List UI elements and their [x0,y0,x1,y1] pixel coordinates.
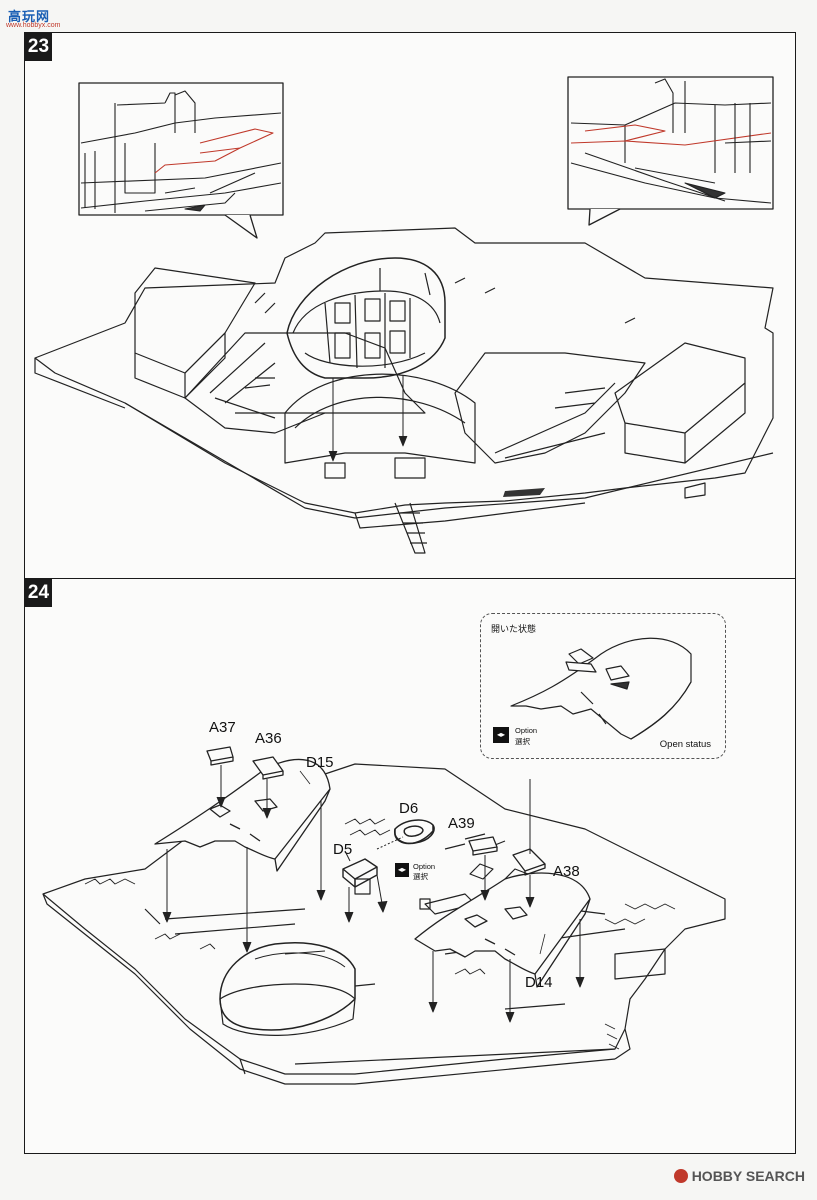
part-label-d6: D6 [399,800,419,817]
part-a38 [512,848,546,876]
step-23-illustration [34,76,774,554]
step-24-panel: 24 開いた状態 ◂▸ Option 選択 Open status [24,578,796,1154]
hull-main [34,227,774,554]
site-watermark: 高玩网 www.hobbyx.com [6,4,76,34]
step-number: 24 [25,579,52,607]
part-d5 [342,858,378,888]
assembly-arrows [162,765,585,1023]
option-select-icon-inline: ◂▸ [395,863,409,877]
detail-callout-right [567,76,774,226]
option-box-title: 開いた状態 [491,624,537,634]
part-label-a39: A39 [448,815,475,832]
hobby-search-text: HOBBY SEARCH [691,1168,805,1184]
step-24-illustration [42,746,726,1085]
part-label-a37: A37 [209,719,236,736]
hobby-search-watermark: HOBBY SEARCH [673,1168,805,1184]
center-dome [219,942,356,1036]
open-status-option-box: 開いた状態 ◂▸ Option 選択 Open status [480,613,726,759]
part-label-a38: A38 [553,863,580,880]
part-label-d15: D15 [306,754,334,771]
option-box-label-jp: 選択 [515,737,530,746]
watermark-url: www.hobbyx.com [6,22,61,29]
step-23-panel: 23 [24,32,796,579]
hobby-search-logo-icon [673,1169,688,1183]
detail-callout-left [78,82,284,239]
watermark-title: 高玩网 [8,9,51,24]
part-d14-canopy [414,872,591,988]
hull-main [42,763,726,1085]
open-status-illustration [510,637,692,740]
part-label-d5: D5 [333,841,353,858]
option-box-caption: Open status [659,739,711,750]
part-d6 [394,819,435,845]
option-box-label-en: Option [515,726,538,735]
part-a39 [468,836,498,856]
part-label-a36: A36 [255,730,282,747]
option-inline-label-jp: 選択 [413,872,428,881]
part-label-d14: D14 [525,974,553,991]
option-select-icon: ◂▸ [493,727,509,743]
step-number: 23 [25,33,52,61]
part-d15-canopy [154,758,331,872]
part-a36 [252,756,284,780]
part-a37 [206,746,234,766]
option-inline-label-en: Option [413,862,436,871]
